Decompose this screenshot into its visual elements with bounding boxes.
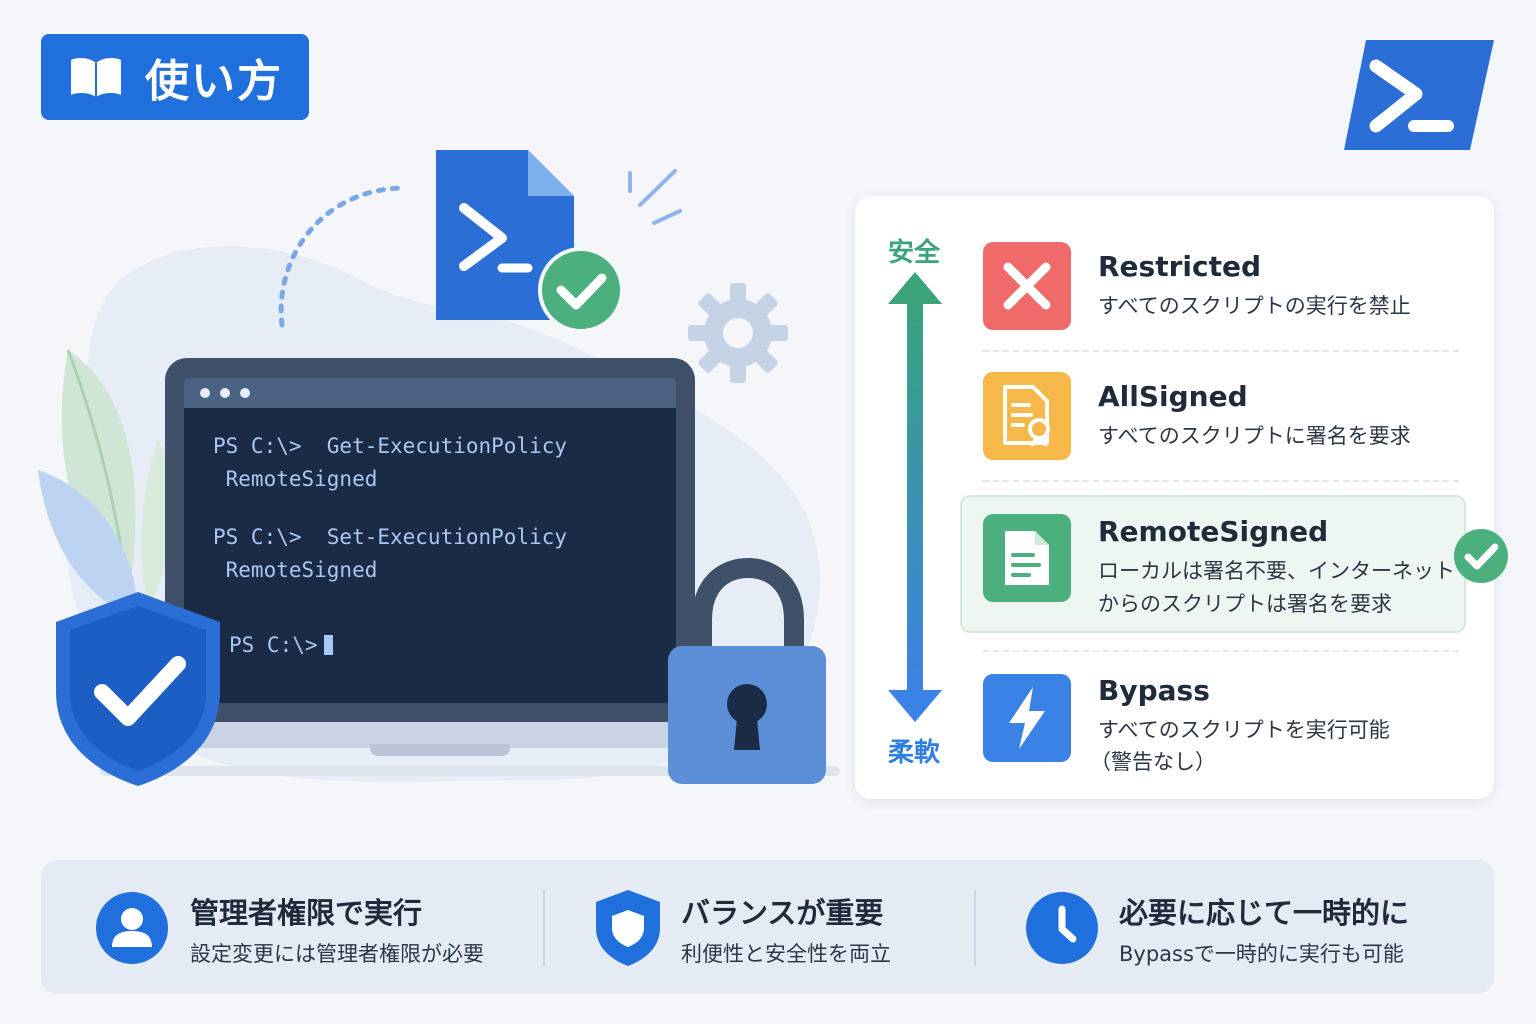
document-icon [1005, 531, 1049, 585]
policy-icon-restricted [983, 242, 1071, 330]
window-dot [240, 388, 250, 398]
shield-check-icon [56, 592, 220, 786]
certificate-document-icon [1003, 385, 1050, 447]
policy-description: すべてのスクリプトを実行可能 [1098, 718, 1390, 742]
policy-description: すべてのスクリプトの実行を禁止 [1098, 294, 1411, 318]
lightning-icon [1009, 687, 1045, 749]
policy-icon-allsigned [983, 372, 1071, 460]
policy-description: （警告なし） [1090, 750, 1216, 774]
separator [543, 890, 545, 966]
laptop-base [135, 722, 725, 748]
window-dot [200, 388, 210, 398]
policy-description: ローカルは署名不要、インターネット [1098, 559, 1455, 583]
floor-shadow [100, 766, 840, 776]
tip-subtitle: Bypassで一時的に実行も可能 [1119, 942, 1404, 966]
powershell-logo-icon [1344, 40, 1494, 150]
scale-bottom-label: 柔軟 [888, 738, 941, 768]
tip-subtitle: 利便性と安全性を両立 [681, 942, 891, 966]
x-icon [1003, 262, 1051, 310]
book-icon [71, 58, 121, 97]
clock-icon [1026, 892, 1098, 964]
divider [983, 480, 1459, 482]
padlock-icon [668, 558, 826, 784]
selected-check-icon [1454, 529, 1508, 583]
header-badge: 使い方 [41, 34, 309, 120]
policy-description: からのスクリプトは署名を要求 [1098, 592, 1392, 616]
terminal-line: RemoteSigned [213, 558, 378, 582]
terminal-window: PS C:\> Get-ExecutionPolicy RemoteSigned… [184, 378, 676, 703]
terminal-line: PS C:\> Set-ExecutionPolicy [213, 525, 568, 549]
policy-name: RemoteSigned [1098, 515, 1329, 548]
window-dot [220, 388, 230, 398]
policy-description: すべてのスクリプトに署名を要求 [1098, 424, 1411, 448]
policy-icon-remotesigned [983, 514, 1071, 602]
tip-title: バランスが重要 [681, 896, 884, 930]
terminal-prompt: PS C:\> [229, 633, 333, 657]
tip-title: 管理者権限で実行 [190, 896, 423, 930]
dashed-arc [278, 185, 405, 328]
policy-icon-bypass [983, 674, 1071, 762]
tip-title: 必要に応じて一時的に [1119, 896, 1410, 930]
divider [983, 650, 1459, 652]
gear-icon [688, 283, 788, 383]
tip-subtitle: 設定変更には管理者権限が必要 [190, 942, 484, 966]
script-file-icon [436, 150, 624, 330]
policy-name: Bypass [1098, 674, 1210, 707]
scale-top-label: 安全 [888, 238, 941, 268]
plant-leaves [38, 350, 174, 620]
divider [983, 350, 1459, 352]
shield-icon [596, 890, 660, 966]
terminal-cursor [323, 635, 333, 655]
terminal-title-bar [184, 378, 676, 408]
sparkle-icon [628, 169, 682, 225]
laptop-notch [370, 744, 510, 756]
scale-arrow [888, 272, 942, 722]
separator [974, 890, 976, 966]
policy-name: AllSigned [1098, 380, 1248, 413]
terminal-line: PS C:\> Get-ExecutionPolicy [213, 434, 568, 458]
page-title: 使い方 [145, 56, 283, 107]
tips-bar [41, 860, 1494, 994]
terminal-line: PS C:\> [229, 633, 318, 657]
policy-name: Restricted [1098, 250, 1262, 283]
terminal-line: RemoteSigned [213, 467, 378, 491]
user-icon [96, 892, 168, 964]
